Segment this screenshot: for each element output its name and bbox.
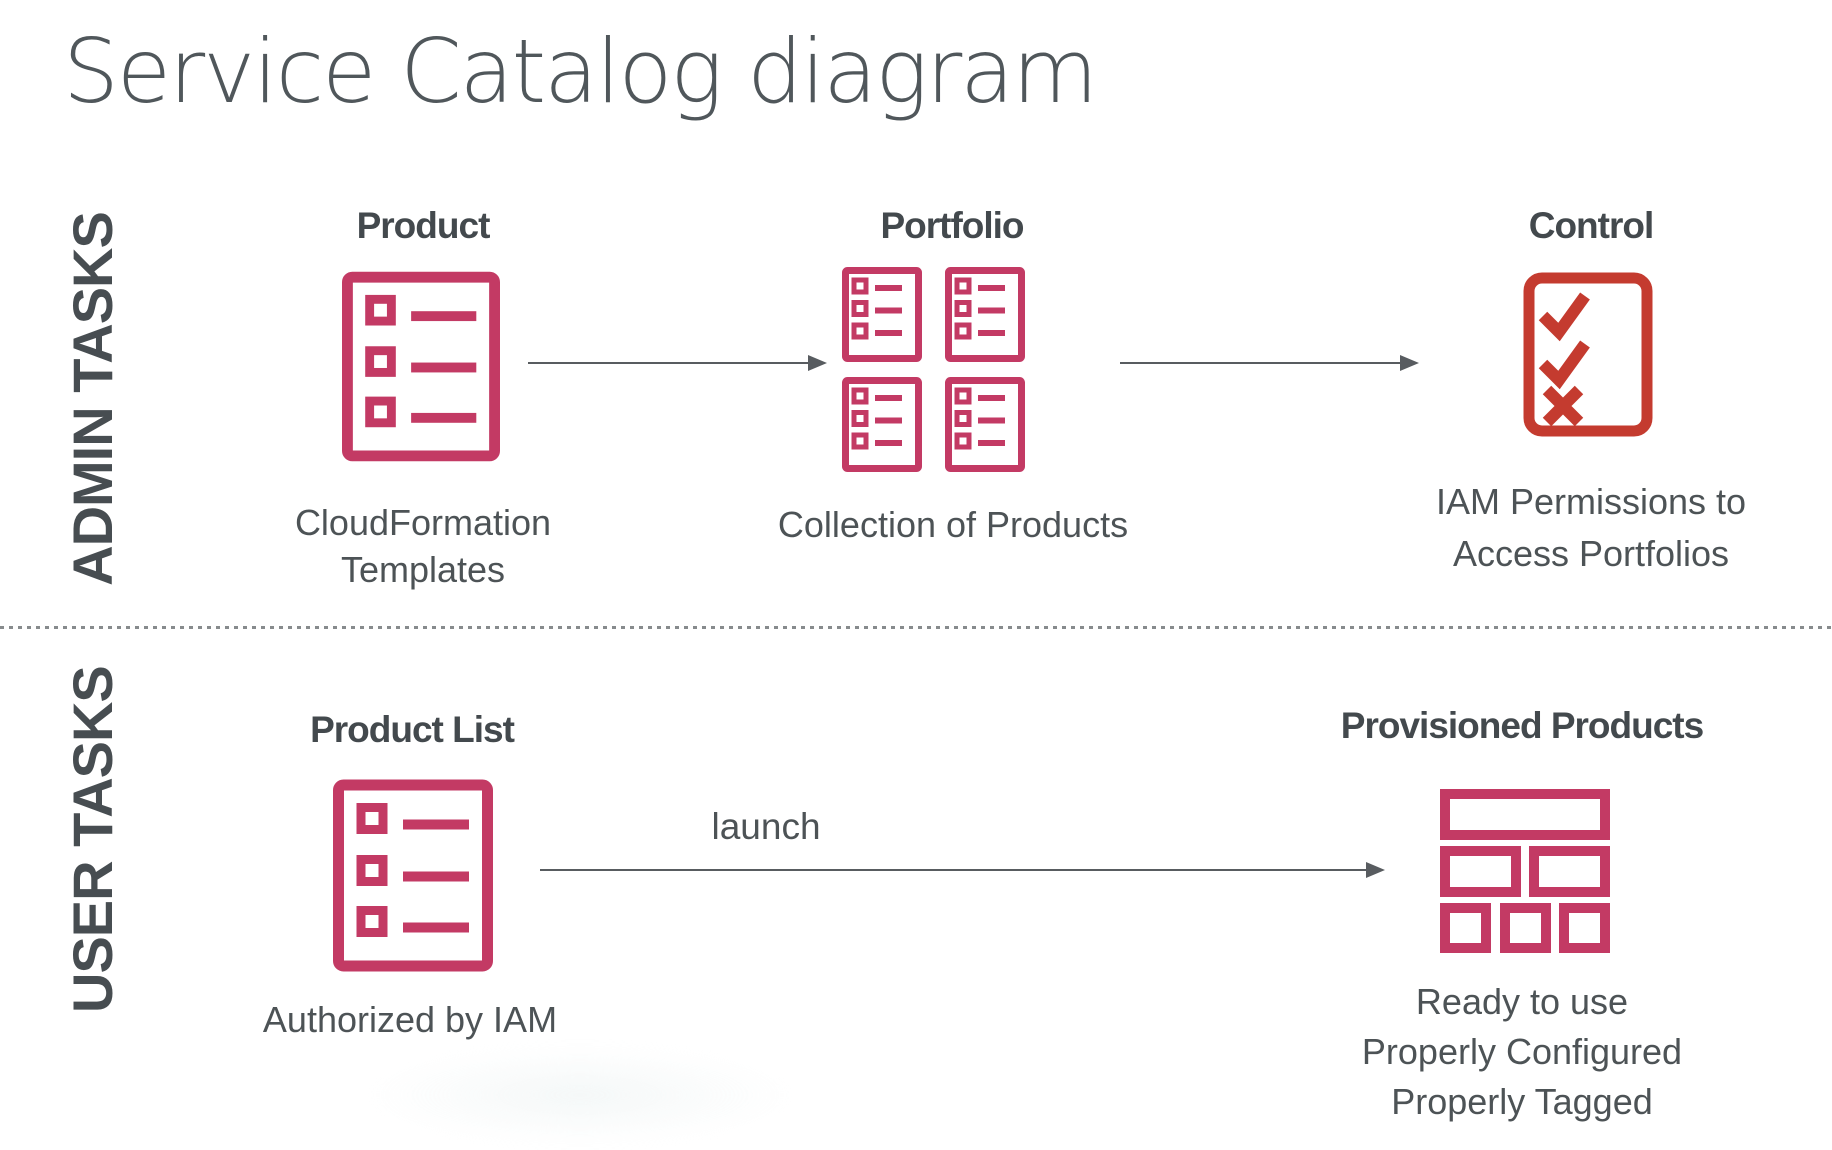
mini-product-icon [842, 267, 922, 362]
caption-line: IAM Permissions to [1435, 481, 1747, 522]
check-mark [1538, 292, 1590, 342]
arrow-product-to-portfolio [528, 355, 827, 371]
background-smudge [300, 1030, 860, 1150]
product-list-icon [342, 271, 500, 462]
product-list-icon [333, 779, 493, 972]
product-list-heading: Product List [310, 709, 515, 750]
mini-product-icon [945, 267, 1025, 362]
admin-tasks-label: ADMIN TASKS [61, 212, 124, 586]
caption-line: Properly Tagged [1391, 1081, 1653, 1122]
caption-line: Access Portfolios [1452, 533, 1730, 574]
provisioned-products-heading: Provisioned Products [1340, 705, 1704, 746]
caption-line: Ready to use [1415, 981, 1629, 1022]
provisioned-products-caption: Ready to use Properly Configured Properl… [1322, 977, 1722, 1127]
caption-line: CloudFormation [294, 502, 552, 543]
product-heading: Product [356, 205, 491, 246]
mini-product-icon [945, 377, 1025, 472]
control-checklist-icon [1523, 272, 1653, 437]
arrow-launch [540, 862, 1385, 878]
arrow-portfolio-to-control [1120, 355, 1419, 371]
page-title: Service Catalog diagram [63, 20, 1098, 123]
control-caption: IAM Permissions to Access Portfolios [1391, 476, 1791, 580]
check-mark [1538, 340, 1590, 390]
x-mark [1542, 385, 1584, 427]
mini-product-icon [842, 377, 922, 472]
caption-line: Templates [340, 549, 506, 590]
user-tasks-label: USER TASKS [61, 666, 124, 1013]
section-divider [0, 626, 1832, 629]
product-caption: CloudFormation Templates [258, 499, 588, 593]
portfolio-grid-icon [842, 267, 1025, 472]
caption-line: Properly Configured [1361, 1031, 1683, 1072]
launch-arrow-label: launch [711, 806, 821, 847]
control-heading: Control [1528, 205, 1655, 246]
portfolio-caption: Collection of Products [743, 501, 1163, 548]
caption-line: Collection of Products [777, 504, 1129, 545]
provisioned-bricks-icon [1440, 789, 1610, 953]
portfolio-heading: Portfolio [880, 205, 1024, 246]
